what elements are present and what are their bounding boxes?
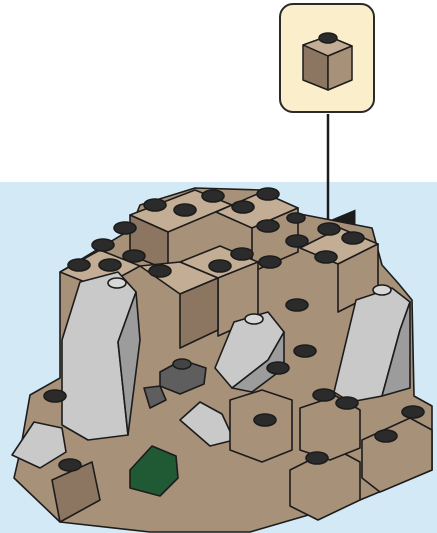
- rock-model: [12, 188, 432, 532]
- callout-brick-1x1-icon: [303, 33, 352, 90]
